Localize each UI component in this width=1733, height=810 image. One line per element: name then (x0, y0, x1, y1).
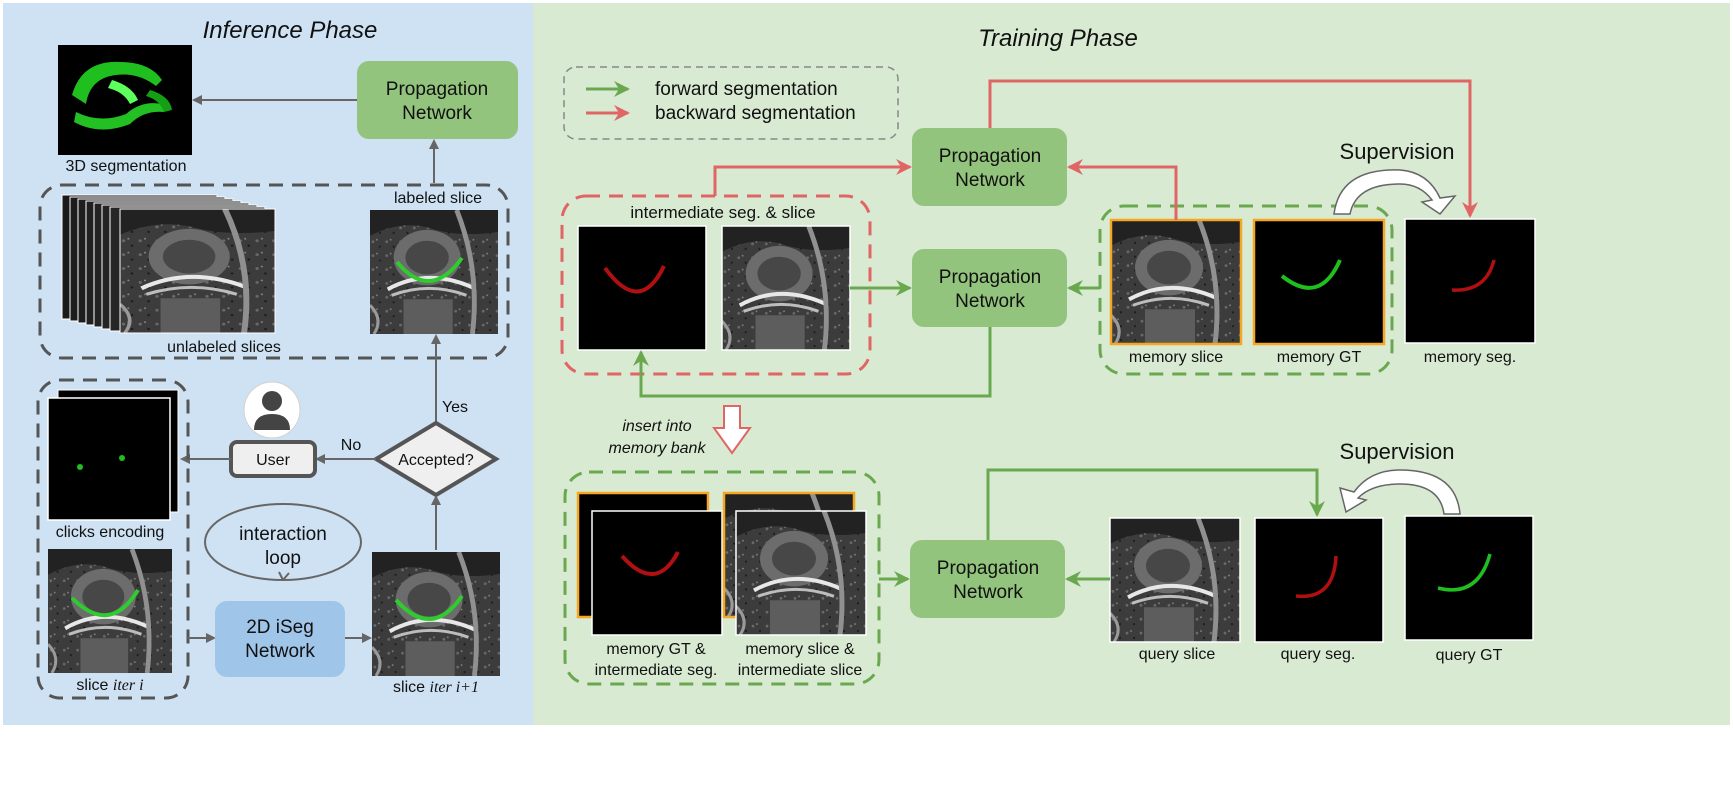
training-propagation-network-top-line1: Propagation (939, 146, 1041, 167)
insert-memory-line1: insert into (622, 418, 691, 435)
legend-box (563, 66, 899, 140)
slice-iter-i1-label: slice iter i+1 (393, 679, 479, 696)
iseg-network-line2: Network (245, 641, 315, 662)
slice-iter-i-image (48, 549, 172, 673)
clicks-encoding-label: clicks encoding (56, 524, 165, 541)
slice-iter-i1-prefix: slice (393, 679, 425, 696)
slice-iter-i-prefix: slice (76, 677, 108, 694)
memory-gt-image (1252, 218, 1386, 346)
slices-group (38, 183, 510, 360)
unlabeled-slices-label: unlabeled slices (167, 339, 281, 356)
intermediate-slice-image (721, 225, 851, 351)
arrow-top-prop-to-memory-seg (988, 79, 1478, 218)
supervision-bottom-label: Supervision (1340, 439, 1455, 464)
query-seg-image (1254, 517, 1384, 643)
intermediate-label: intermediate seg. & slice (630, 203, 815, 222)
training-title: Training Phase (978, 25, 1138, 52)
training-propagation-network-middle (912, 249, 1067, 327)
labeled-slice-image (370, 210, 498, 334)
training-propagation-network-bottom (910, 540, 1065, 618)
labeled-slice-label: labeled slice (394, 190, 482, 207)
clicks-encoding-image (47, 389, 179, 521)
memory-gt-stack (576, 491, 723, 636)
arrow-bottom-prop-to-query-seg (986, 468, 1325, 540)
training-propagation-network-middle-line1: Propagation (939, 267, 1041, 288)
inference-title: Inference Phase (203, 17, 378, 44)
interaction-loop-line2: loop (265, 548, 301, 569)
training-propagation-network-bottom-line1: Propagation (937, 558, 1039, 579)
query-seg-label: query seg. (1281, 646, 1356, 663)
legend-forward-label: forward segmentation (655, 79, 838, 100)
legend-backward-label: backward segmentation (655, 103, 856, 124)
mem-slice-inter-line2: intermediate slice (738, 662, 863, 679)
query-gt-label: query GT (1436, 647, 1503, 664)
slice-iter-i-suffix: iter i (113, 677, 144, 694)
user-avatar-icon (243, 381, 301, 439)
memory-slice-label: memory slice (1129, 349, 1223, 366)
arrow-intermediate-to-top-prop (713, 159, 912, 196)
seg3d-label: 3D segmentation (66, 158, 187, 175)
unlabeled-slices-stack (61, 194, 276, 334)
user-label: User (256, 452, 290, 469)
memory-seg-image (1404, 218, 1536, 344)
training-propagation-network-top (912, 128, 1067, 206)
inference-propagation-network-line2: Network (402, 103, 472, 124)
arrow-middle-prop-to-intermediate (633, 327, 992, 398)
interaction-loop-line1: interaction (239, 524, 327, 545)
query-gt-image (1404, 515, 1534, 641)
insert-memory-line2: memory bank (609, 440, 707, 457)
no-label: No (341, 437, 362, 454)
mem-slice-inter-line1: memory slice & (745, 641, 855, 658)
seg3d-image (58, 45, 192, 155)
training-propagation-network-middle-line2: Network (955, 291, 1025, 312)
supervision-top-arrow (1333, 169, 1457, 215)
memory-slice-image (1109, 218, 1243, 346)
iteration-group (36, 378, 190, 700)
slice-iter-i1-image (372, 552, 500, 676)
mem-gt-inter-line2: intermediate seg. (595, 662, 718, 679)
memory-slice-stack (722, 491, 867, 636)
yes-label: Yes (442, 399, 468, 416)
arrow-memory-slice-to-top-prop (1067, 159, 1178, 220)
memory-gt-label: memory GT (1277, 349, 1362, 366)
slice-iter-i1-suffix: iter i+1 (430, 679, 479, 696)
query-slice-label: query slice (1139, 646, 1216, 663)
supervision-top-label: Supervision (1340, 139, 1455, 164)
inference-propagation-network-line1: Propagation (386, 79, 488, 100)
inference-propagation-network (357, 61, 518, 139)
memory-seg-label: memory seg. (1424, 349, 1516, 366)
query-slice-image (1109, 517, 1241, 643)
iseg-network-line1: 2D iSeg (246, 617, 314, 638)
insert-memory-arrow (712, 405, 752, 455)
mem-gt-inter-line1: memory GT & (606, 641, 706, 658)
interaction-loop-arrow (278, 571, 290, 581)
supervision-bottom-arrow (1338, 469, 1461, 515)
training-propagation-network-top-line2: Network (955, 170, 1025, 191)
memory-group (1098, 204, 1394, 376)
slice-iter-i-label: slice iter i (76, 677, 143, 694)
intermediate-seg-image (577, 225, 707, 351)
accepted-label: Accepted? (398, 452, 474, 469)
training-propagation-network-bottom-line2: Network (953, 582, 1023, 603)
iseg-network (215, 601, 345, 677)
